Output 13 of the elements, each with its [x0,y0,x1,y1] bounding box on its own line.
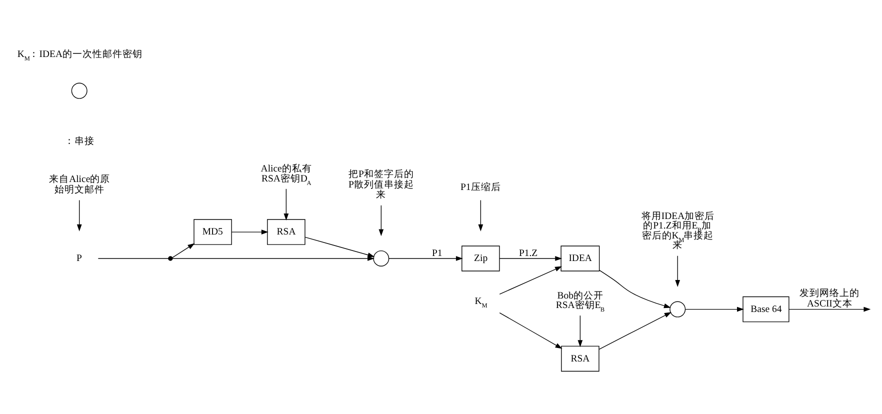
node-text: 来自Alice的原始明文邮件 [49,174,110,196]
label: ：串接 [64,136,94,148]
edge-label: P1 [432,248,442,259]
edge-label: 发到网络上的 ASCII文本 [799,288,860,310]
label: K$_{M}$：IDEA的一次性邮件密钥 [17,49,142,63]
node-text: 把P和签字后的P散列值串接起来 [348,168,414,201]
node-text: 将用IDEA加密后的P1.Z和用E$_{B}$加密后的K$_{M}$串接起来 [641,210,715,252]
node-text: P1压缩后 [460,182,501,194]
node-text: Alice的私有 RSA密钥D$_{A}$ [260,164,312,187]
node-text: Bob的公开 RSA密钥E$_{B}$ [556,290,605,314]
node-text: P [76,253,82,264]
node-text: K$_{M}$ [474,296,488,310]
edge-label: P1.Z [518,248,538,259]
